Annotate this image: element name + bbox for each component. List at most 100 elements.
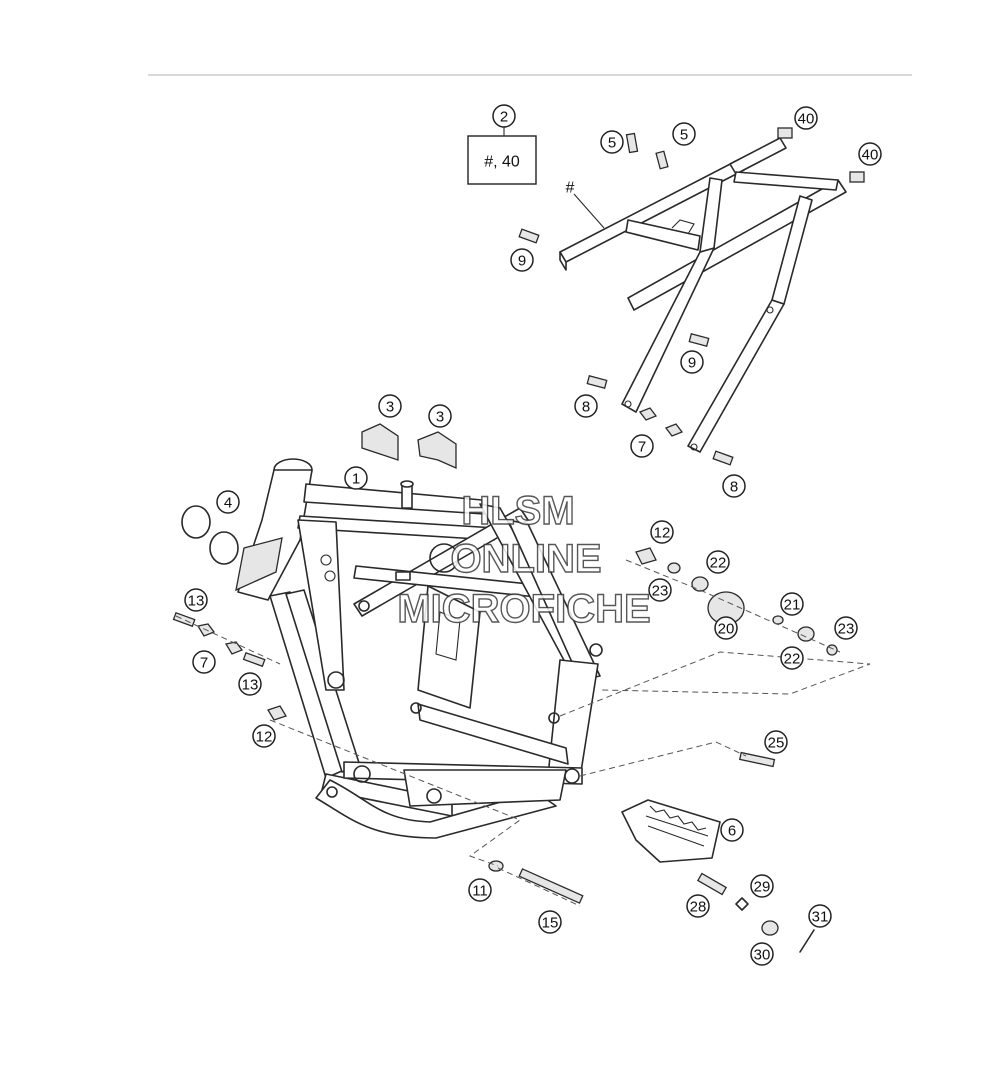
callout-circle: [750, 874, 774, 898]
callout-3: 3: [428, 404, 452, 428]
callout-number: 11: [472, 883, 488, 900]
callout-circle: [780, 646, 804, 670]
callout-30: 30: [750, 942, 774, 966]
callout-circle: [764, 730, 788, 754]
callout-20: 20: [714, 616, 738, 640]
box-label: #, 40: [484, 154, 520, 171]
washer-30: [761, 920, 779, 936]
callout-40: 40: [794, 106, 818, 130]
callout-9: 9: [510, 248, 534, 272]
callout-number: 3: [436, 409, 444, 426]
callout-5: 5: [672, 122, 696, 146]
callout-circle: [344, 466, 368, 490]
watermark-line2: ONLINE: [450, 537, 601, 581]
callout-circle: [714, 616, 738, 640]
callout-9: 9: [680, 350, 704, 374]
callout-circle: [648, 578, 672, 602]
bolt-25: [738, 751, 776, 768]
callout-number: 20: [718, 621, 735, 638]
callout-circle: [672, 122, 696, 146]
callout-number: 12: [256, 729, 273, 746]
callout-4: 4: [216, 490, 240, 514]
bolt-15: [518, 868, 584, 904]
callout-number: 40: [798, 111, 815, 128]
spring-29: [735, 897, 749, 911]
assembly-lines: [175, 559, 871, 907]
watermark-line3: MICROFICHE: [397, 587, 650, 631]
callout-number: 4: [224, 495, 232, 512]
callout-circle: [492, 104, 516, 128]
callout-11: 11: [468, 878, 492, 902]
callout-number: 1: [352, 471, 360, 488]
subframe-hardware: [518, 127, 865, 466]
callout-number: 2: [500, 109, 508, 126]
callout-22: 22: [780, 646, 804, 670]
callout-circle: [680, 350, 704, 374]
callout-29: 29: [750, 874, 774, 898]
callout-21: 21: [780, 592, 804, 616]
callout-number: 7: [200, 655, 208, 672]
callout-number: 21: [784, 597, 801, 614]
callout-12: 12: [252, 724, 276, 748]
callout-number: 31: [812, 909, 829, 926]
pin-28: [696, 872, 728, 896]
callout-circle: [252, 724, 276, 748]
callout-12: 12: [650, 520, 674, 544]
callout-number: 25: [768, 735, 785, 752]
callout-circle: [722, 474, 746, 498]
main-frame: [235, 458, 603, 839]
callout-circle: [538, 910, 562, 934]
callout-circle: [184, 588, 208, 612]
callout-circle: [574, 394, 598, 418]
callout-circle: [650, 520, 674, 544]
callout-circle: [216, 490, 240, 514]
watermark-line1: HLSM: [461, 489, 574, 533]
callout-circle: [706, 550, 730, 574]
callout-3: 3: [378, 394, 402, 418]
callout-13: 13: [238, 672, 262, 696]
callout-number: 12: [654, 525, 671, 542]
callout-2: 2: [492, 104, 516, 128]
callout-22: 22: [706, 550, 730, 574]
callout-23: 23: [648, 578, 672, 602]
ring-lower: [209, 531, 239, 565]
ring-upper: [181, 505, 211, 539]
callout-circle: [600, 130, 624, 154]
callout-23: 23: [834, 616, 858, 640]
callout-1: 1: [344, 466, 368, 490]
callout-number: 13: [188, 593, 205, 610]
callout-number: 15: [542, 915, 559, 932]
callout-13: 13: [184, 588, 208, 612]
footpeg: [621, 799, 721, 863]
callout-number: 13: [242, 677, 259, 694]
callout-circle: [378, 394, 402, 418]
callout-31: 31: [808, 904, 832, 928]
subframe-marker: #: [566, 180, 575, 197]
callout-number: 9: [518, 253, 526, 270]
callout-25: 25: [764, 730, 788, 754]
callout-circle: [686, 894, 710, 918]
subframe: [559, 137, 847, 453]
callout-circle: [858, 142, 882, 166]
callout-6: 6: [720, 818, 744, 842]
callout-circle: [468, 878, 492, 902]
callout-number: 22: [784, 651, 801, 668]
callout-number: 40: [862, 147, 879, 164]
engine-mount-hardware: [635, 547, 838, 656]
callout-number: 9: [688, 355, 696, 372]
callout-number: 22: [710, 555, 727, 572]
callout-number: 23: [838, 621, 855, 638]
callout-circle: [630, 434, 654, 458]
callout-circle: [192, 650, 216, 674]
callout-7: 7: [630, 434, 654, 458]
callout-15: 15: [538, 910, 562, 934]
callout-40: 40: [858, 142, 882, 166]
callout-circle: [428, 404, 452, 428]
replacement-box: #, 40: [467, 126, 537, 185]
callout-circle: [780, 592, 804, 616]
callout-circle: [720, 818, 744, 842]
callout-8: 8: [574, 394, 598, 418]
callout-number: 28: [690, 899, 707, 916]
callout-circle: [794, 106, 818, 130]
